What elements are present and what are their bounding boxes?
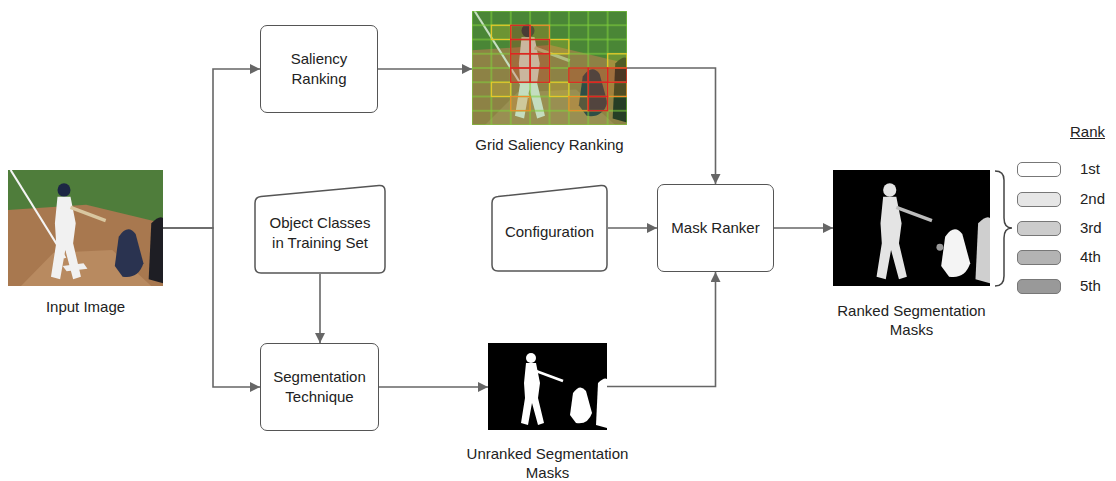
image-caption: Grid Saliency Ranking [450, 136, 650, 155]
saliency-grid-image: Grid Saliency Ranking [472, 11, 627, 125]
manual-input-path [492, 185, 607, 271]
image-caption: Ranked Segmentation Masks [824, 302, 999, 340]
manual-input-path [255, 185, 385, 273]
process-box: Saliency Ranking [260, 25, 378, 113]
legend-heading: Rank [1070, 123, 1105, 140]
legend-swatch [1017, 279, 1061, 294]
legend-swatch [1017, 250, 1061, 265]
unranked-mask-image [488, 343, 607, 430]
legend-text: 5th [1080, 277, 1101, 295]
box-label: Mask Ranker [671, 218, 759, 238]
legend-text: 3rd [1080, 219, 1102, 237]
grid-saliency-photo [472, 11, 627, 125]
unranked-mask-image: Unranked Segmentation Masks [488, 343, 607, 430]
box-label: Saliency Ranking [268, 49, 370, 90]
flow-arrow [774, 227, 833, 229]
legend-text: 1st [1080, 160, 1100, 178]
flow-arrow [163, 228, 260, 387]
flow-arrow [608, 227, 657, 229]
ranked-mask-image [833, 170, 990, 286]
legend-text: 2nd [1080, 190, 1105, 208]
box-label: Object Classes in Training Set [262, 213, 378, 254]
flow-arrow [607, 272, 716, 387]
legend-swatch [1017, 192, 1061, 207]
process-box: Segmentation Technique [260, 343, 379, 431]
flow-arrow [379, 386, 488, 388]
image-caption: Input Image [11, 298, 161, 317]
process-box: Mask Ranker [657, 184, 774, 272]
flow-arrow [319, 274, 321, 343]
flow-arrow [627, 68, 716, 184]
legend-swatch [1017, 221, 1061, 236]
input-image: Input Image [8, 170, 163, 286]
flow-arrow [378, 68, 472, 70]
flow-arrow [163, 69, 260, 228]
ranked-mask-image: Ranked Segmentation Masks [833, 170, 990, 286]
legend-swatch [1017, 162, 1061, 177]
box-label: Configuration [505, 222, 594, 242]
image-caption: Unranked Segmentation Masks [460, 445, 635, 481]
legend-text: 4th [1080, 248, 1101, 266]
box-label: Segmentation Technique [268, 367, 371, 408]
manual-input-box: Object Classes in Training Set [254, 184, 386, 274]
input-photo [8, 170, 163, 286]
manual-input-box: Configuration [491, 184, 608, 272]
